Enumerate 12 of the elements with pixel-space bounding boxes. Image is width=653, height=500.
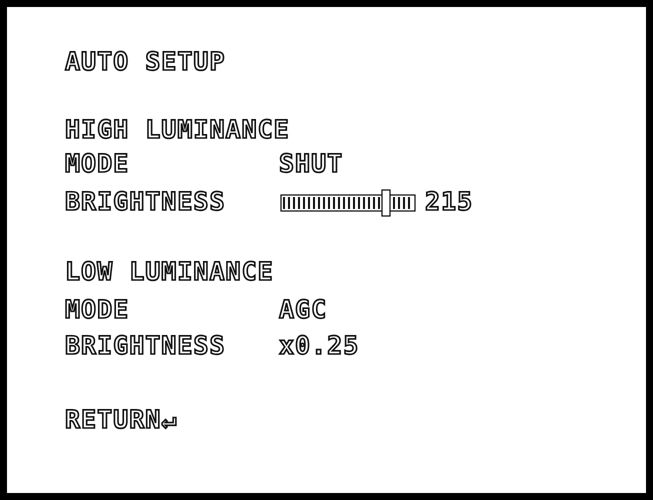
section-heading: LOW LUMINANCE bbox=[65, 257, 274, 287]
slider-value: 215 bbox=[425, 187, 474, 217]
setting-value: x0.25 bbox=[279, 331, 360, 361]
setting-value: SHUT bbox=[279, 149, 344, 179]
menu-option: RETURN↵ bbox=[65, 405, 178, 435]
setting-label: BRIGHTNESS bbox=[65, 331, 226, 361]
menu-title: AUTO SETUP bbox=[65, 47, 226, 77]
setting-label: MODE bbox=[65, 295, 130, 325]
setting-label: MODE bbox=[65, 149, 130, 179]
section-heading: HIGH LUMINANCE bbox=[65, 115, 290, 145]
setting-label: BRIGHTNESS bbox=[65, 187, 226, 217]
setting-value: AGC bbox=[279, 295, 328, 325]
